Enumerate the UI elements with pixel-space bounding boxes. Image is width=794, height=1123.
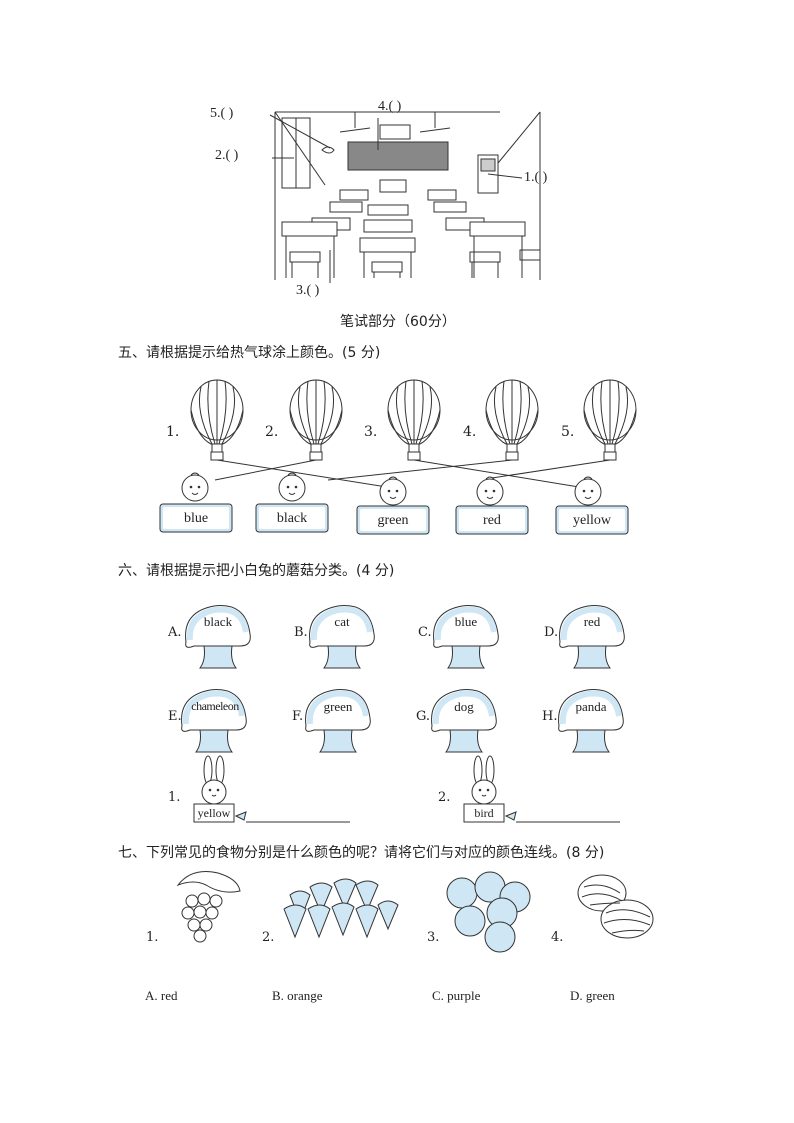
q6-mushrooms: A. black B. cat C. blue D. red E. chamel… (0, 590, 794, 830)
rabbit-number-1: 1. (168, 790, 181, 805)
option-b: B. orange (272, 988, 323, 1003)
balloon-2-icon (289, 379, 343, 461)
option-a: A. red (145, 988, 178, 1003)
q7-foods: 1. 2. 3. 4. (0, 865, 794, 955)
strawberries-icon (283, 878, 399, 939)
color-card-black: black (276, 511, 308, 526)
color-card-yellow: yellow (572, 513, 612, 528)
classroom-illustration (269, 111, 541, 283)
classroom-label-1: 1.( ) (524, 170, 548, 185)
mushroom-letter-g: G. (416, 709, 431, 724)
mushroom-letter-c: C. (418, 625, 432, 640)
grapes-icon (176, 871, 241, 943)
food-number-2: 2. (262, 930, 275, 945)
mushroom-letter-a: A. (168, 625, 182, 640)
q6-mushroom-illustration (0, 590, 794, 823)
balloon-1-icon (190, 379, 244, 461)
mushroom-letter-h: H. (542, 709, 558, 724)
mushroom-word-b: cat (334, 614, 350, 629)
color-card-green: green (377, 513, 409, 528)
classroom-label-4: 4.( ) (378, 99, 402, 114)
mushroom-word-c: blue (454, 614, 478, 629)
food-number-1: 1. (146, 930, 159, 945)
q5-balloon-matching (159, 379, 637, 535)
classroom-picture: 5.( ) 2.( ) 4.( ) 1.( ) 3.( ) (0, 0, 794, 320)
balloon-number-5: 5. (561, 424, 575, 440)
classroom-label-5: 5.( ) (210, 106, 234, 121)
oranges-icon (446, 871, 531, 953)
rabbit-word-2: bird (474, 806, 494, 820)
mushroom-letter-f: F. (292, 709, 304, 724)
mushroom-word-a: black (203, 614, 233, 629)
mushroom-letter-b: B. (294, 625, 308, 640)
food-number-3: 3. (427, 930, 440, 945)
mushroom-letter-e: E. (168, 709, 182, 724)
q5-title: 五、请根据提示给热气球涂上颜色。(5 分) (118, 345, 381, 361)
mushroom-word-e: chameleon (191, 699, 239, 713)
q5-balloons: 1. 2. 3. 4. 5. blue black green red yell… (0, 370, 794, 550)
rabbit-word-1: yellow (197, 806, 231, 820)
section-heading: 笔试部分（60分） (340, 314, 456, 330)
classroom-label-3: 3.( ) (296, 283, 320, 298)
rabbit-number-2: 2. (438, 790, 451, 805)
watermelons-icon (577, 874, 654, 939)
balloon-number-3: 3. (364, 424, 378, 440)
classroom-label-2: 2.( ) (215, 148, 239, 163)
color-card-red: red (483, 513, 501, 528)
q7-food-illustration (176, 871, 654, 953)
balloon-number-4: 4. (463, 424, 477, 440)
mushroom-word-h: panda (575, 699, 607, 714)
option-c: C. purple (432, 988, 481, 1003)
balloon-5-icon (583, 379, 637, 461)
mushroom-letter-d: D. (544, 625, 559, 640)
balloon-4-icon (485, 379, 539, 461)
food-number-4: 4. (551, 930, 564, 945)
q7-title: 七、下列常见的食物分别是什么颜色的呢？请将它们与对应的颜色连线。(8 分) (118, 845, 605, 861)
mushroom-word-f: green (323, 699, 353, 714)
balloon-3-icon (387, 379, 441, 461)
color-card-blue: blue (183, 511, 209, 526)
mushroom-word-g: dog (454, 699, 474, 714)
q6-title: 六、请根据提示把小白兔的蘑菇分类。(4 分) (118, 563, 395, 579)
balloon-number-1: 1. (166, 424, 180, 440)
option-d: D. green (570, 988, 615, 1003)
mushroom-word-d: red (583, 614, 601, 629)
balloon-number-2: 2. (265, 424, 279, 440)
